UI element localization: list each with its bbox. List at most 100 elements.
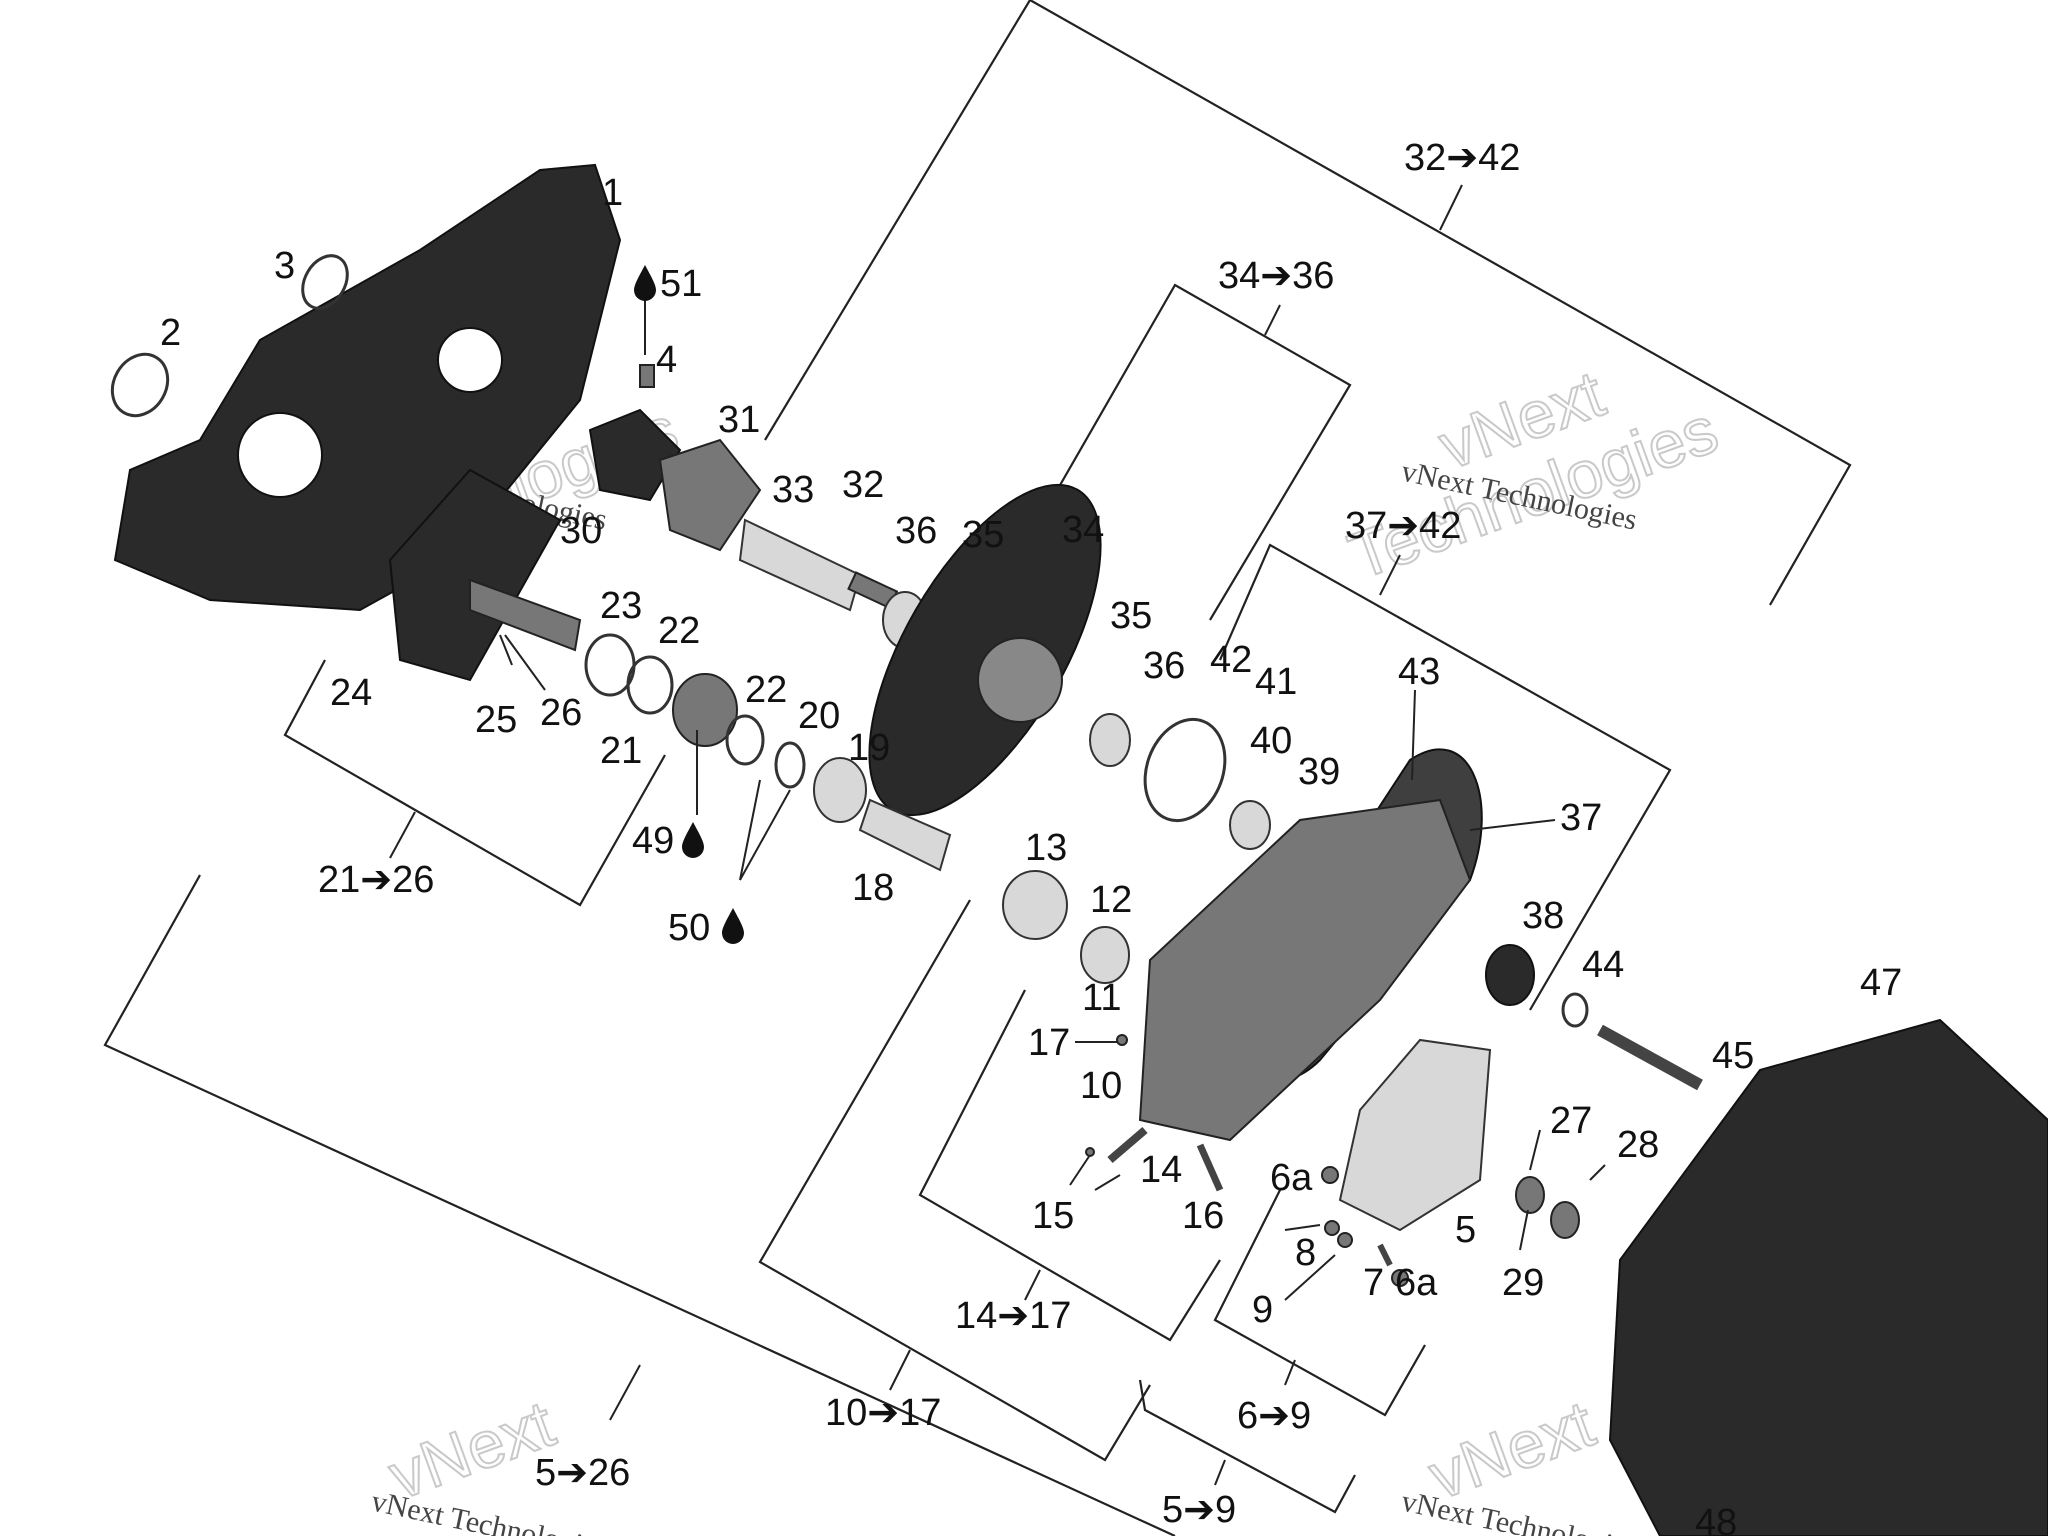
callout-5: 5 [1455, 1209, 1476, 1251]
parts [110, 163, 2048, 1536]
bushing-part [813, 757, 867, 823]
callout-25: 25 [475, 699, 517, 741]
leader-25 [499, 634, 513, 666]
callout-43: 43 [1398, 651, 1440, 693]
group-label-5-9: 5➔9 [1162, 1489, 1236, 1531]
group-label-21-26: 21➔26 [318, 859, 434, 901]
callout-31: 31 [718, 399, 760, 441]
callout-48: 48 [1695, 1502, 1737, 1536]
pulley-housing-part [1138, 798, 1472, 1142]
leader-34-36 [1264, 304, 1281, 336]
washer-part [1561, 992, 1589, 1028]
callout-15: 15 [1032, 1195, 1074, 1237]
leader-14-17 [1024, 1269, 1041, 1301]
bracket-21-26 [283, 659, 666, 907]
nut-part [1391, 1269, 1409, 1287]
callout-21: 21 [600, 730, 642, 772]
bracket-5-26 [103, 874, 1176, 1536]
leader-15 [1069, 1154, 1091, 1186]
screw-part [1107, 1126, 1148, 1164]
group-label-32-42: 32➔42 [1404, 137, 1520, 179]
o-ring-part [110, 352, 170, 418]
callout-47: 47 [1860, 962, 1902, 1004]
leader-37 [1469, 819, 1556, 831]
callout-6a-b: 6a [1395, 1262, 1438, 1304]
callout-16: 16 [1182, 1195, 1224, 1237]
bushing-part [1089, 713, 1131, 767]
callout-50: 50 [668, 907, 710, 949]
mounting-bracket-part [1338, 1038, 1492, 1232]
o-ring-part [301, 254, 349, 310]
callout-37: 37 [1560, 797, 1602, 839]
bearing-part [1143, 717, 1227, 823]
callout-51: 51 [660, 263, 702, 305]
callout-12: 12 [1090, 879, 1132, 921]
callout-11: 11 [1082, 977, 1121, 1019]
washer-part [1515, 1176, 1545, 1214]
o-ring-part [774, 741, 806, 789]
leader-5-26 [609, 1364, 641, 1421]
callout-9: 9 [1252, 1289, 1273, 1331]
leader-26 [504, 634, 546, 691]
cam-part [658, 438, 762, 552]
callout-22: 22 [658, 610, 700, 652]
leader-5-9 [1214, 1459, 1226, 1486]
ring-part [725, 714, 765, 766]
callout-2: 2 [160, 312, 181, 354]
callout-32: 32 [842, 464, 884, 506]
callout-39: 39 [1298, 751, 1340, 793]
bushing-part [672, 673, 738, 747]
leader-29 [1519, 1209, 1529, 1251]
leader-32-42 [1439, 184, 1463, 231]
leader-10-17 [889, 1349, 911, 1391]
nut-part [1321, 1166, 1339, 1184]
leader-15b [1094, 1174, 1121, 1191]
spring-part [738, 518, 862, 612]
pin-part [1196, 1143, 1224, 1192]
callout-30: 30 [560, 510, 602, 552]
callout-6a: 6a [1270, 1157, 1313, 1199]
callout-1: 1 [602, 172, 623, 214]
callout-44: 44 [1582, 944, 1624, 986]
bearing-part [1485, 944, 1535, 1006]
callout-38: 38 [1522, 895, 1564, 937]
leader-9a [1284, 1224, 1321, 1231]
oil-drops [634, 265, 744, 944]
outer-cover-part [1608, 1018, 2048, 1536]
callout-42: 42 [1210, 639, 1252, 681]
sheave-hub [977, 637, 1063, 723]
oil-drop-icon [682, 822, 704, 858]
group-label-10-17: 10➔17 [825, 1392, 941, 1434]
cover-bore-hole [237, 412, 323, 498]
bracket-37-42 [1218, 543, 1672, 1011]
callout-19: 19 [848, 727, 890, 769]
callout-34: 34 [1062, 509, 1104, 551]
shaft-part [469, 578, 582, 652]
callout-45: 45 [1712, 1035, 1754, 1077]
callout-leaders [499, 300, 1606, 1301]
leader-28 [1589, 1164, 1606, 1181]
spring-part [858, 798, 952, 872]
callout-8: 8 [1295, 1232, 1316, 1274]
callout-28: 28 [1617, 1124, 1659, 1166]
group-label-34-36: 34➔36 [1218, 255, 1334, 297]
callout-labels: 1 2 3 4 51 31 30 33 32 36 35 34 35 36 42… [160, 172, 1902, 1536]
oil-drop-icon [634, 265, 656, 301]
screw-part [639, 364, 655, 388]
callout-35: 35 [962, 514, 1004, 556]
callout-36: 36 [895, 510, 937, 552]
spacer-part [1324, 1220, 1340, 1236]
callout-13: 13 [1025, 827, 1067, 869]
long-bolt-part [1597, 1024, 1703, 1091]
small-washer-part [1085, 1147, 1095, 1157]
oil-drop-icon [722, 908, 744, 944]
callout-20: 20 [798, 695, 840, 737]
callout-40: 40 [1250, 720, 1292, 762]
callout-29: 29 [1502, 1262, 1544, 1304]
group-brackets [103, 0, 1852, 1536]
callout-17: 17 [1028, 1022, 1070, 1064]
pin-part [1377, 1243, 1393, 1267]
callout-33: 33 [772, 469, 814, 511]
leader-9b [1284, 1254, 1336, 1301]
cover-bore-hole [437, 327, 503, 393]
